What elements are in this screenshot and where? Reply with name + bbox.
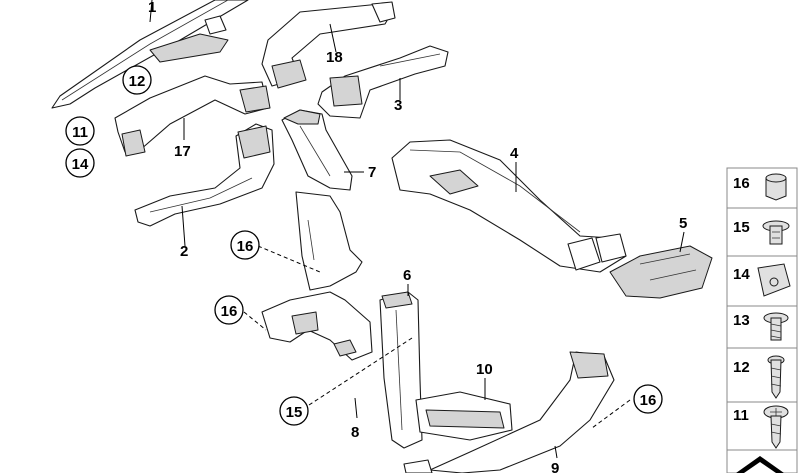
svg-text:12: 12	[129, 73, 146, 90]
svg-text:10: 10	[476, 361, 493, 378]
legend-label-12: 12	[733, 359, 750, 376]
callout-11: 11	[65, 116, 95, 146]
callout-17: 17	[174, 143, 191, 160]
svg-text:16: 16	[237, 238, 254, 255]
callout-15: 15	[279, 396, 309, 426]
svg-text:6: 6	[403, 267, 411, 284]
callout-2: 2	[180, 243, 188, 260]
part-7-air-channel	[281, 109, 353, 191]
part-18-duct	[261, 1, 396, 89]
svg-text:7: 7	[368, 164, 376, 181]
svg-text:17: 17	[174, 143, 191, 160]
leader-lines	[149, 0, 685, 459]
callout-14: 14	[65, 148, 95, 178]
svg-text:11: 11	[72, 124, 88, 141]
callout-10: 10	[476, 361, 493, 378]
part-3-duct	[317, 45, 449, 119]
callout-4: 4	[510, 145, 519, 162]
svg-text:18: 18	[326, 49, 343, 66]
part-2-duct	[134, 123, 275, 227]
svg-text:8: 8	[351, 424, 359, 441]
callout-6: 6	[403, 267, 411, 284]
legend-cell-16	[726, 167, 798, 209]
part-9-rear-duct	[403, 351, 615, 473]
part-4-center-duct	[391, 139, 627, 273]
part-tunnel-bracket	[295, 191, 363, 291]
legend-cell-11	[726, 401, 798, 451]
svg-text:16: 16	[221, 303, 238, 320]
callout-3: 3	[394, 97, 402, 114]
clip-nut-icon	[757, 263, 791, 297]
svg-text:2: 2	[180, 243, 188, 260]
part-5-cover	[609, 245, 713, 299]
legend-label-11: 11	[733, 407, 749, 424]
svg-text:16: 16	[640, 392, 657, 409]
legend-cell-15	[726, 207, 798, 257]
callout-12: 12	[122, 65, 152, 95]
phillips-screw-icon	[763, 405, 789, 449]
expanding-rivet-icon	[762, 220, 790, 245]
push-nut-icon	[765, 173, 787, 201]
self-tapping-screw-icon	[767, 355, 785, 399]
legend-label-15: 15	[733, 219, 750, 236]
svg-text:4: 4	[510, 145, 519, 162]
callout-16-right: 16	[633, 384, 663, 414]
svg-text:15: 15	[286, 404, 303, 421]
callout-8: 8	[351, 424, 359, 441]
svg-text:9: 9	[551, 460, 559, 473]
callout-16-upper: 16	[230, 230, 260, 260]
part-8-floor-duct	[261, 291, 373, 361]
svg-text:5: 5	[679, 215, 687, 232]
legend-label-16: 16	[733, 175, 750, 192]
svg-text:1: 1	[148, 0, 156, 16]
part-1-defroster-duct	[51, 0, 249, 109]
callout-18: 18	[326, 49, 343, 66]
warning-triangle-icon	[736, 456, 784, 473]
fastener-legend: 16 15 14 13 12 11	[726, 167, 798, 473]
part-17-side-duct	[114, 75, 271, 157]
callout-16-left: 16	[214, 295, 244, 325]
legend-cell-13	[726, 305, 798, 349]
legend-label-13: 13	[733, 312, 750, 329]
callout-9: 9	[551, 460, 559, 473]
svg-text:14: 14	[72, 156, 89, 173]
legend-label-14: 14	[733, 266, 750, 283]
callout-5: 5	[679, 215, 687, 232]
part-10-duct-section	[415, 391, 513, 441]
part-6-vertical-channel	[379, 291, 423, 449]
hex-screw-icon	[763, 312, 789, 341]
callout-1: 1	[148, 0, 156, 16]
callout-7: 7	[368, 164, 376, 181]
svg-text:3: 3	[394, 97, 402, 114]
